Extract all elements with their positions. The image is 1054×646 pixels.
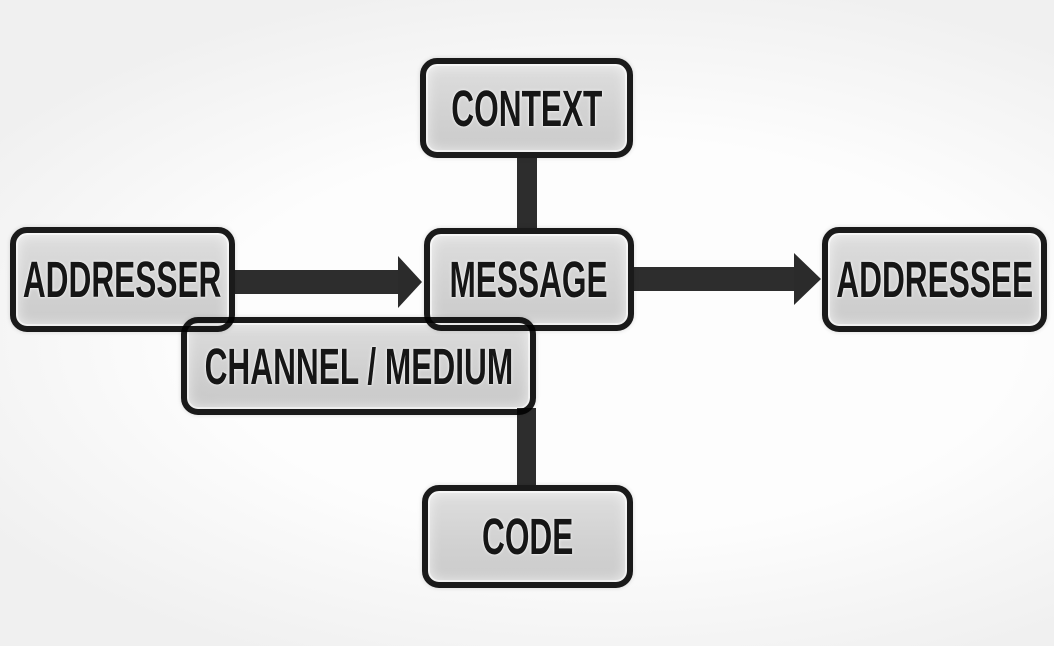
- connector-channel-code: [517, 408, 536, 492]
- node-label-addressee: ADDRESSEE: [836, 251, 1033, 308]
- node-label-context: CONTEXT: [450, 79, 603, 137]
- node-addresser: ADDRESSER: [10, 227, 235, 332]
- arrowhead-icon: [794, 253, 821, 305]
- connector-context-message: [517, 150, 537, 234]
- arrow-shaft: [630, 267, 796, 291]
- arrow-addresser-to-message: [228, 256, 422, 308]
- node-label-message: MESSAGE: [449, 251, 609, 308]
- node-label-code: CODE: [481, 508, 574, 565]
- node-message: MESSAGE: [424, 228, 634, 331]
- arrow-shaft: [228, 270, 400, 294]
- node-context: CONTEXT: [420, 58, 633, 158]
- node-label-addresser: ADDRESSER: [23, 251, 222, 308]
- node-label-channel-medium: CHANNEL / MEDIUM: [204, 337, 513, 395]
- arrow-message-to-addressee: [630, 253, 821, 305]
- node-code: CODE: [422, 485, 633, 588]
- arrowhead-icon: [398, 256, 422, 308]
- node-addressee: ADDRESSEE: [822, 227, 1047, 332]
- node-channel-medium: CHANNEL / MEDIUM: [181, 317, 536, 415]
